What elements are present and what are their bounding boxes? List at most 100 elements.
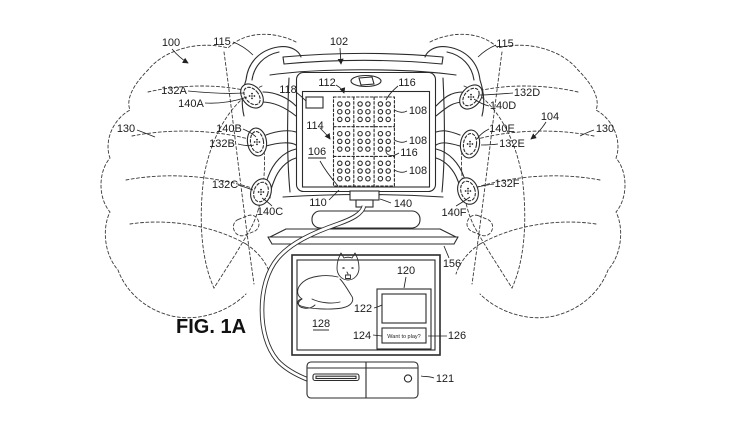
ref-label-104: 104 [541,111,559,123]
left-thumb-tip [232,214,260,237]
cable-core [260,205,366,382]
ref-label-124: 124 [353,330,371,342]
leader-124 [372,334,383,337]
braille-dot [337,168,343,174]
tv-screen [296,259,436,351]
leader-102 [337,47,344,65]
power-button [403,374,413,383]
braille-dot [377,108,384,115]
paddle-132F [435,148,479,205]
ref-label-140E: 140E [489,123,515,135]
leader-115-right [477,44,497,58]
ref-label-122: 122 [354,303,372,315]
ref-label-126: 126 [448,330,466,342]
leader-122 [373,304,383,309]
ref-label-132D: 132D [514,87,540,99]
prompt-text: Want to play? [387,334,420,340]
sensor-window-118 [305,96,324,109]
braille-dot [344,146,351,152]
base-flare-right [439,228,457,238]
braille-dot [377,130,384,137]
braille-dot [337,101,343,107]
ref-label-140C: 140C [257,206,283,218]
paddle-arm [435,142,461,147]
right-thumb-tip [466,214,494,237]
braille-dot [344,130,351,137]
right-shell-edge [479,79,485,117]
paddle-132E [435,129,481,159]
game-window [376,288,432,350]
left-hand-diagonal [223,51,255,285]
top-rail-upper [282,52,444,58]
braille-dot [365,108,371,115]
ref-label-156: 156 [443,258,461,270]
ref-label-140F: 140F [441,207,466,219]
braille-dot [385,160,391,167]
leader-140F [455,196,471,207]
ref-label-128: 128 [312,318,330,330]
right-finger-2 [473,130,595,141]
ref-label-120: 120 [397,265,415,277]
braille-dot [344,168,351,174]
braille-dot [337,116,343,123]
right-bumper-inner [446,51,475,81]
braille-dot [377,116,384,123]
cat-illustration [297,252,360,310]
leader-132F [477,183,495,188]
rail-cap-left [282,56,285,65]
left-bumper-hump [245,46,302,81]
braille-dot [385,116,391,123]
left-finger-3 [125,175,253,189]
braille-dot [377,138,384,145]
cat-eye [351,267,354,269]
controller-grips-hidden [200,85,526,289]
left-hand-contour [100,33,297,319]
leader-132D [477,92,514,96]
left-bumper-inner [251,51,280,81]
left-hand-outline [100,33,297,319]
leader-115-left [232,41,254,56]
disc-slot-inner [315,375,357,380]
base-cap-left [267,236,273,245]
leader-130-right [579,129,595,137]
right-palm-edge [479,221,597,245]
left-thumb [245,243,271,275]
figure-title: FIG. 1A [176,316,246,338]
braille-dot [357,146,363,152]
leader-106 [319,160,339,187]
paddle-arm [435,91,464,107]
base-cap-right [453,236,459,245]
ref-label-116-mid: 116 [400,147,418,159]
paddle-132C [250,148,297,206]
braille-dot [337,146,343,152]
braille-dot [344,175,351,182]
leader-lines [136,41,595,379]
braille-dot [337,138,343,145]
cat-head [336,252,360,281]
braille-dot [337,130,343,137]
braille-dot [385,175,391,182]
braille-dot [337,160,343,167]
tv-display: Want to play? [291,252,441,356]
connector-port [349,190,380,201]
right-bumper-hump [424,46,481,81]
braille-dot [377,168,384,174]
braille-dot [357,168,363,174]
ref-label-108-1: 108 [409,105,427,117]
braille-dot [357,160,363,167]
braille-display [332,96,395,187]
ref-label-132A: 132A [161,85,187,97]
ref-label-121: 121 [436,373,454,385]
leader-140A [204,96,248,104]
braille-dot [385,101,391,107]
braille-dot [365,116,371,123]
leader-118 [295,91,307,102]
ref-label-118: 118 [279,84,297,96]
leader-100 [171,48,189,64]
left-finger-2 [131,130,253,141]
braille-dot [337,108,343,115]
ref-label-140D: 140D [490,100,516,112]
left-panel-side-edge [287,77,291,193]
leader-108-3 [393,169,408,173]
leader-132E [480,143,499,146]
